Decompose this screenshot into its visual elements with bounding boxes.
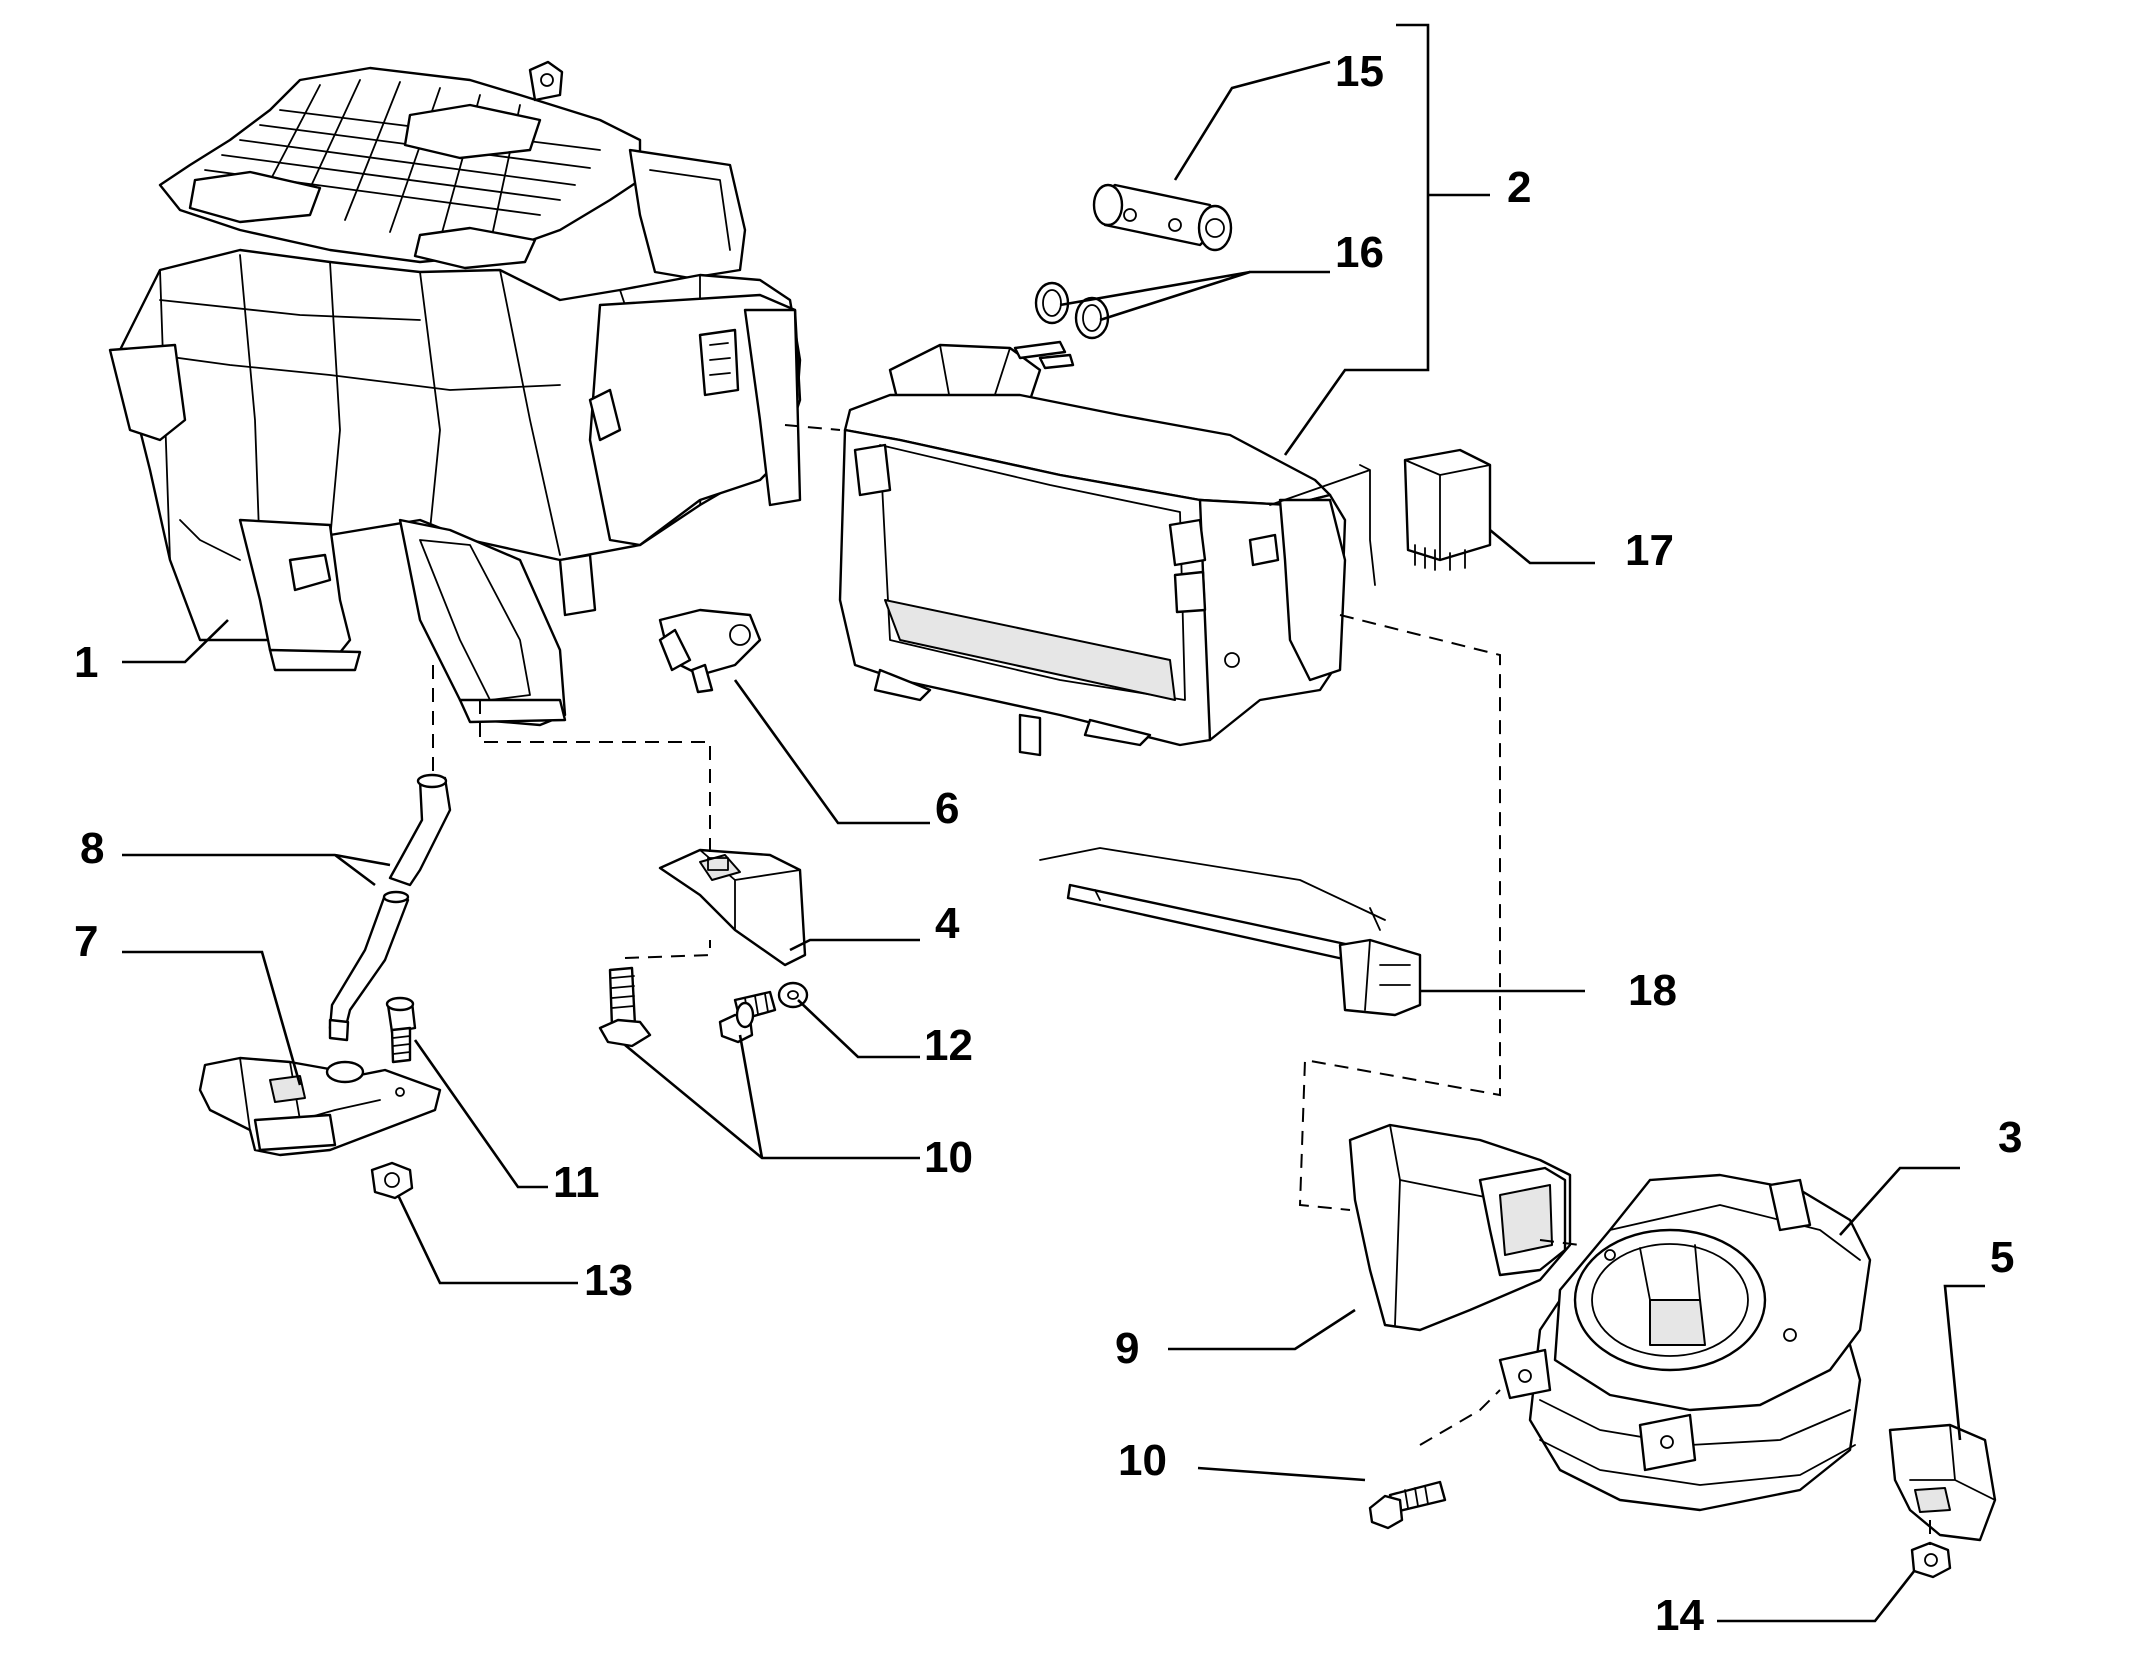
drain-support-icon bbox=[198, 1056, 442, 1157]
callout-6: 6 bbox=[935, 784, 959, 833]
heater-housing-icon bbox=[108, 60, 802, 727]
support-bracket-icon bbox=[1888, 1423, 1997, 1542]
bolt-icon bbox=[1368, 1480, 1447, 1530]
drain-hose-icon bbox=[328, 773, 452, 1042]
assembly-guides bbox=[432, 424, 1931, 1545]
callout-17: 17 bbox=[1625, 526, 1674, 575]
blower-housing-icon bbox=[1498, 1173, 1872, 1512]
temperature-probe-icon bbox=[1039, 847, 1422, 1017]
mounting-bracket-icon bbox=[658, 848, 807, 967]
callout-13: 13 bbox=[584, 1256, 633, 1305]
callout-numbers: 1 2 3 4 5 6 7 8 9 10 10 11 12 13 14 15 1… bbox=[74, 47, 2022, 1640]
callout-4: 4 bbox=[935, 899, 960, 948]
callout-14: 14 bbox=[1655, 1591, 1704, 1640]
callout-7: 7 bbox=[74, 917, 98, 966]
callout-10-upper: 10 bbox=[924, 1133, 973, 1182]
expansion-valve-icon bbox=[1092, 183, 1233, 252]
sensor-icon bbox=[658, 608, 762, 694]
air-duct-icon bbox=[1348, 1123, 1572, 1332]
callout-2: 2 bbox=[1507, 163, 1531, 212]
bolt-icon bbox=[718, 990, 777, 1044]
relay-icon bbox=[1403, 448, 1492, 571]
bolt-icon bbox=[598, 966, 652, 1048]
o-ring-icon bbox=[1034, 281, 1110, 340]
callout-12: 12 bbox=[924, 1021, 973, 1070]
nut-icon bbox=[1910, 1541, 1952, 1579]
nut-icon bbox=[370, 1161, 414, 1200]
evaporator-box-icon bbox=[838, 340, 1376, 757]
leader-lines bbox=[122, 23, 1985, 1623]
callout-9: 9 bbox=[1115, 1324, 1139, 1373]
callout-10-lower: 10 bbox=[1118, 1436, 1167, 1485]
callout-15: 15 bbox=[1335, 47, 1384, 96]
callout-16: 16 bbox=[1335, 228, 1384, 277]
callout-18: 18 bbox=[1628, 966, 1677, 1015]
callout-8: 8 bbox=[80, 824, 104, 873]
callout-1: 1 bbox=[74, 638, 98, 687]
callout-11: 11 bbox=[553, 1158, 600, 1207]
screw-icon bbox=[385, 996, 417, 1064]
callout-3: 3 bbox=[1998, 1113, 2022, 1162]
callout-5: 5 bbox=[1990, 1233, 2014, 1282]
